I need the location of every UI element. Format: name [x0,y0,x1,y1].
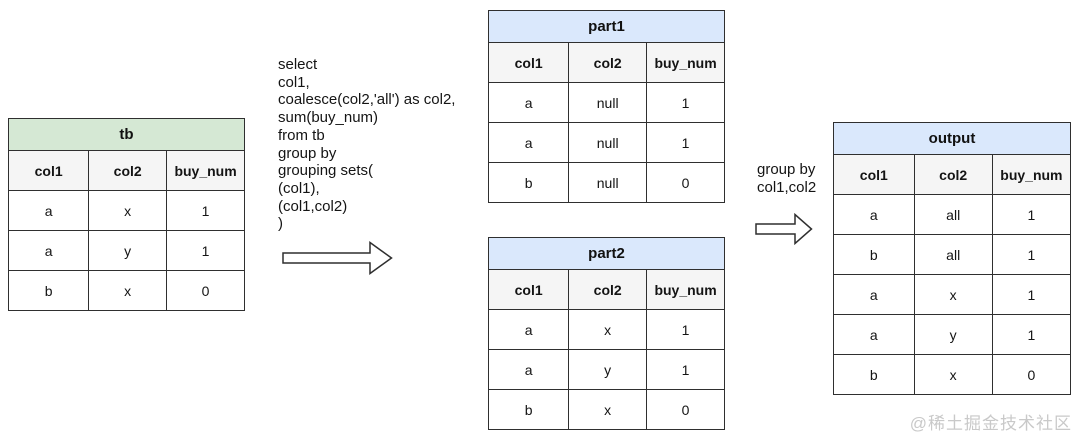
table-cell: 1 [991,234,1072,275]
column-header-col2: col2 [568,269,648,310]
table-row: a x 1 [833,274,1072,315]
table-row: a null 1 [487,122,725,163]
column-header-col1: col1 [833,154,915,195]
flow-arrow-right-icon [755,212,813,250]
table-cell: 0 [166,270,245,311]
table-tb: tb col1 col2 buy_num a x 1 a y 1 [7,118,245,311]
table-cell: 1 [991,274,1072,315]
column-header-col2: col2 [913,154,993,195]
table-cell: 1 [646,122,725,163]
table-cell: x [88,270,168,311]
table-cell: a [833,314,915,355]
table-cell: null [568,82,648,123]
table-cell: a [487,309,570,350]
table-cell: a [7,230,90,271]
table-cell: 0 [646,162,725,203]
table-tb-title: tb [8,118,245,151]
table-cell: x [913,354,993,395]
table-row: a x 1 [7,190,245,231]
table-cell: 0 [646,389,725,430]
table-row: b all 1 [833,234,1072,275]
column-header-col1: col1 [487,269,570,310]
flow-arrow-right-icon [282,241,393,280]
table-cell: null [568,162,648,203]
table-cell: null [568,122,648,163]
table-cell: x [913,274,993,315]
table-cell: 0 [991,354,1072,395]
table-cell: all [913,234,993,275]
table-cell: a [487,349,570,390]
column-header-buy-num: buy_num [646,269,725,310]
table-row: b x 0 [833,354,1072,395]
table-cell: b [487,162,570,203]
table-cell: 1 [646,82,725,123]
column-header-col2: col2 [568,42,648,83]
table-part2-grid: col1 col2 buy_num a x 1 a y 1 b [487,269,725,430]
table-row: a null 1 [487,82,725,123]
group-by-step-label: group by col1,col2 [757,161,817,196]
table-cell: all [913,194,993,235]
table-cell: 1 [646,349,725,390]
table-cell: x [568,309,648,350]
table-row: b null 0 [487,162,725,203]
table-part2: part2 col1 col2 buy_num a x 1 a y [487,237,725,430]
table-cell: 1 [166,230,245,271]
table-part1-grid: col1 col2 buy_num a null 1 a null 1 b [487,42,725,203]
table-cell: b [7,270,90,311]
table-cell: b [833,234,915,275]
table-cell: b [833,354,915,395]
column-header-col1: col1 [7,150,90,191]
table-row: a x 1 [487,309,725,350]
table-part1: part1 col1 col2 buy_num a null 1 a null [487,10,725,203]
column-header-col2: col2 [88,150,168,191]
table-cell: 1 [646,309,725,350]
table-part1-title: part1 [488,10,725,43]
watermark-text: @稀土掘金技术社区 [909,414,1072,433]
table-output-grid: col1 col2 buy_num a all 1 b all 1 a [833,154,1072,395]
table-row: a y 1 [833,314,1072,355]
table-cell: a [833,194,915,235]
table-cell: x [88,190,168,231]
table-cell: x [568,389,648,430]
table-header-row: col1 col2 buy_num [487,269,725,310]
column-header-buy-num: buy_num [991,154,1072,195]
table-row: a y 1 [487,349,725,390]
table-cell: y [913,314,993,355]
table-cell: y [568,349,648,390]
table-output: output col1 col2 buy_num a all 1 b all [833,122,1072,395]
table-cell: 1 [166,190,245,231]
column-header-buy-num: buy_num [166,150,245,191]
sql-query-text: select col1, coalesce(col2,'all') as col… [278,56,456,233]
table-header-row: col1 col2 buy_num [7,150,245,191]
table-cell: a [7,190,90,231]
table-tb-grid: col1 col2 buy_num a x 1 a y 1 b [7,150,245,311]
table-cell: 1 [991,194,1072,235]
table-row: b x 0 [487,389,725,430]
table-cell: y [88,230,168,271]
table-row: b x 0 [7,270,245,311]
column-header-buy-num: buy_num [646,42,725,83]
table-header-row: col1 col2 buy_num [833,154,1072,195]
table-header-row: col1 col2 buy_num [487,42,725,83]
table-cell: a [487,82,570,123]
table-cell: 1 [991,314,1072,355]
table-output-title: output [833,122,1071,155]
column-header-col1: col1 [487,42,570,83]
table-row: a all 1 [833,194,1072,235]
table-cell: b [487,389,570,430]
table-cell: a [487,122,570,163]
table-cell: a [833,274,915,315]
table-part2-title: part2 [488,237,725,270]
table-row: a y 1 [7,230,245,271]
